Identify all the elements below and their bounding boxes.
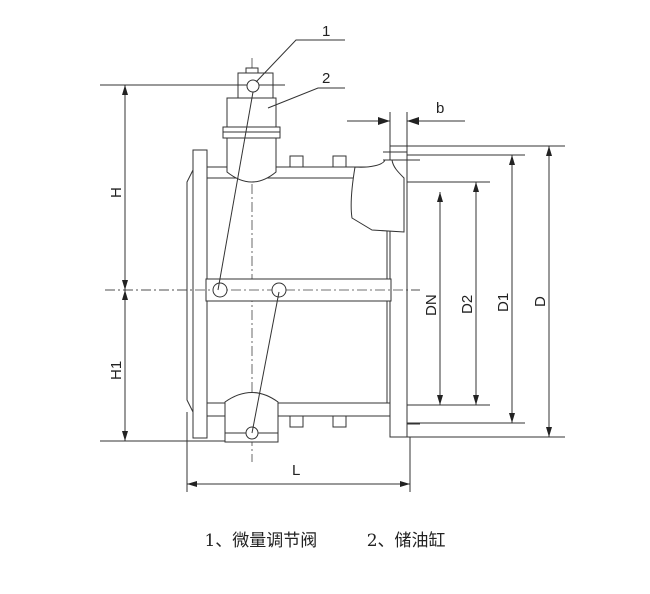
bottom-block xyxy=(224,392,279,443)
link-rod xyxy=(217,91,254,291)
left-flange xyxy=(192,149,208,439)
leader-2 xyxy=(267,87,345,109)
bolt-heads xyxy=(289,155,347,428)
dim-D1: D1 xyxy=(495,293,512,312)
callout-1: 1 xyxy=(322,23,330,40)
leader-1 xyxy=(255,39,345,83)
dim-b: b xyxy=(436,100,444,117)
dim-DN: DN xyxy=(423,294,440,316)
dim-D2: D2 xyxy=(459,295,476,314)
legend-caption: 1、微量调节阀 2、储油缸 xyxy=(0,526,650,551)
legend-item-2: 2、储油缸 xyxy=(366,531,446,551)
dim-L: L xyxy=(292,462,300,479)
legend-item-1: 1、微量调节阀 xyxy=(204,531,318,551)
dim-H: H xyxy=(108,187,125,198)
micro-adjust-valve xyxy=(180,67,285,99)
dim-H1: H1 xyxy=(108,361,125,380)
valve-body xyxy=(186,145,420,439)
callout-2: 2 xyxy=(322,70,330,87)
link-rod xyxy=(251,291,280,434)
oil-cylinder xyxy=(222,97,281,183)
cutaway-section xyxy=(350,159,405,233)
dim-D: D xyxy=(532,296,549,307)
